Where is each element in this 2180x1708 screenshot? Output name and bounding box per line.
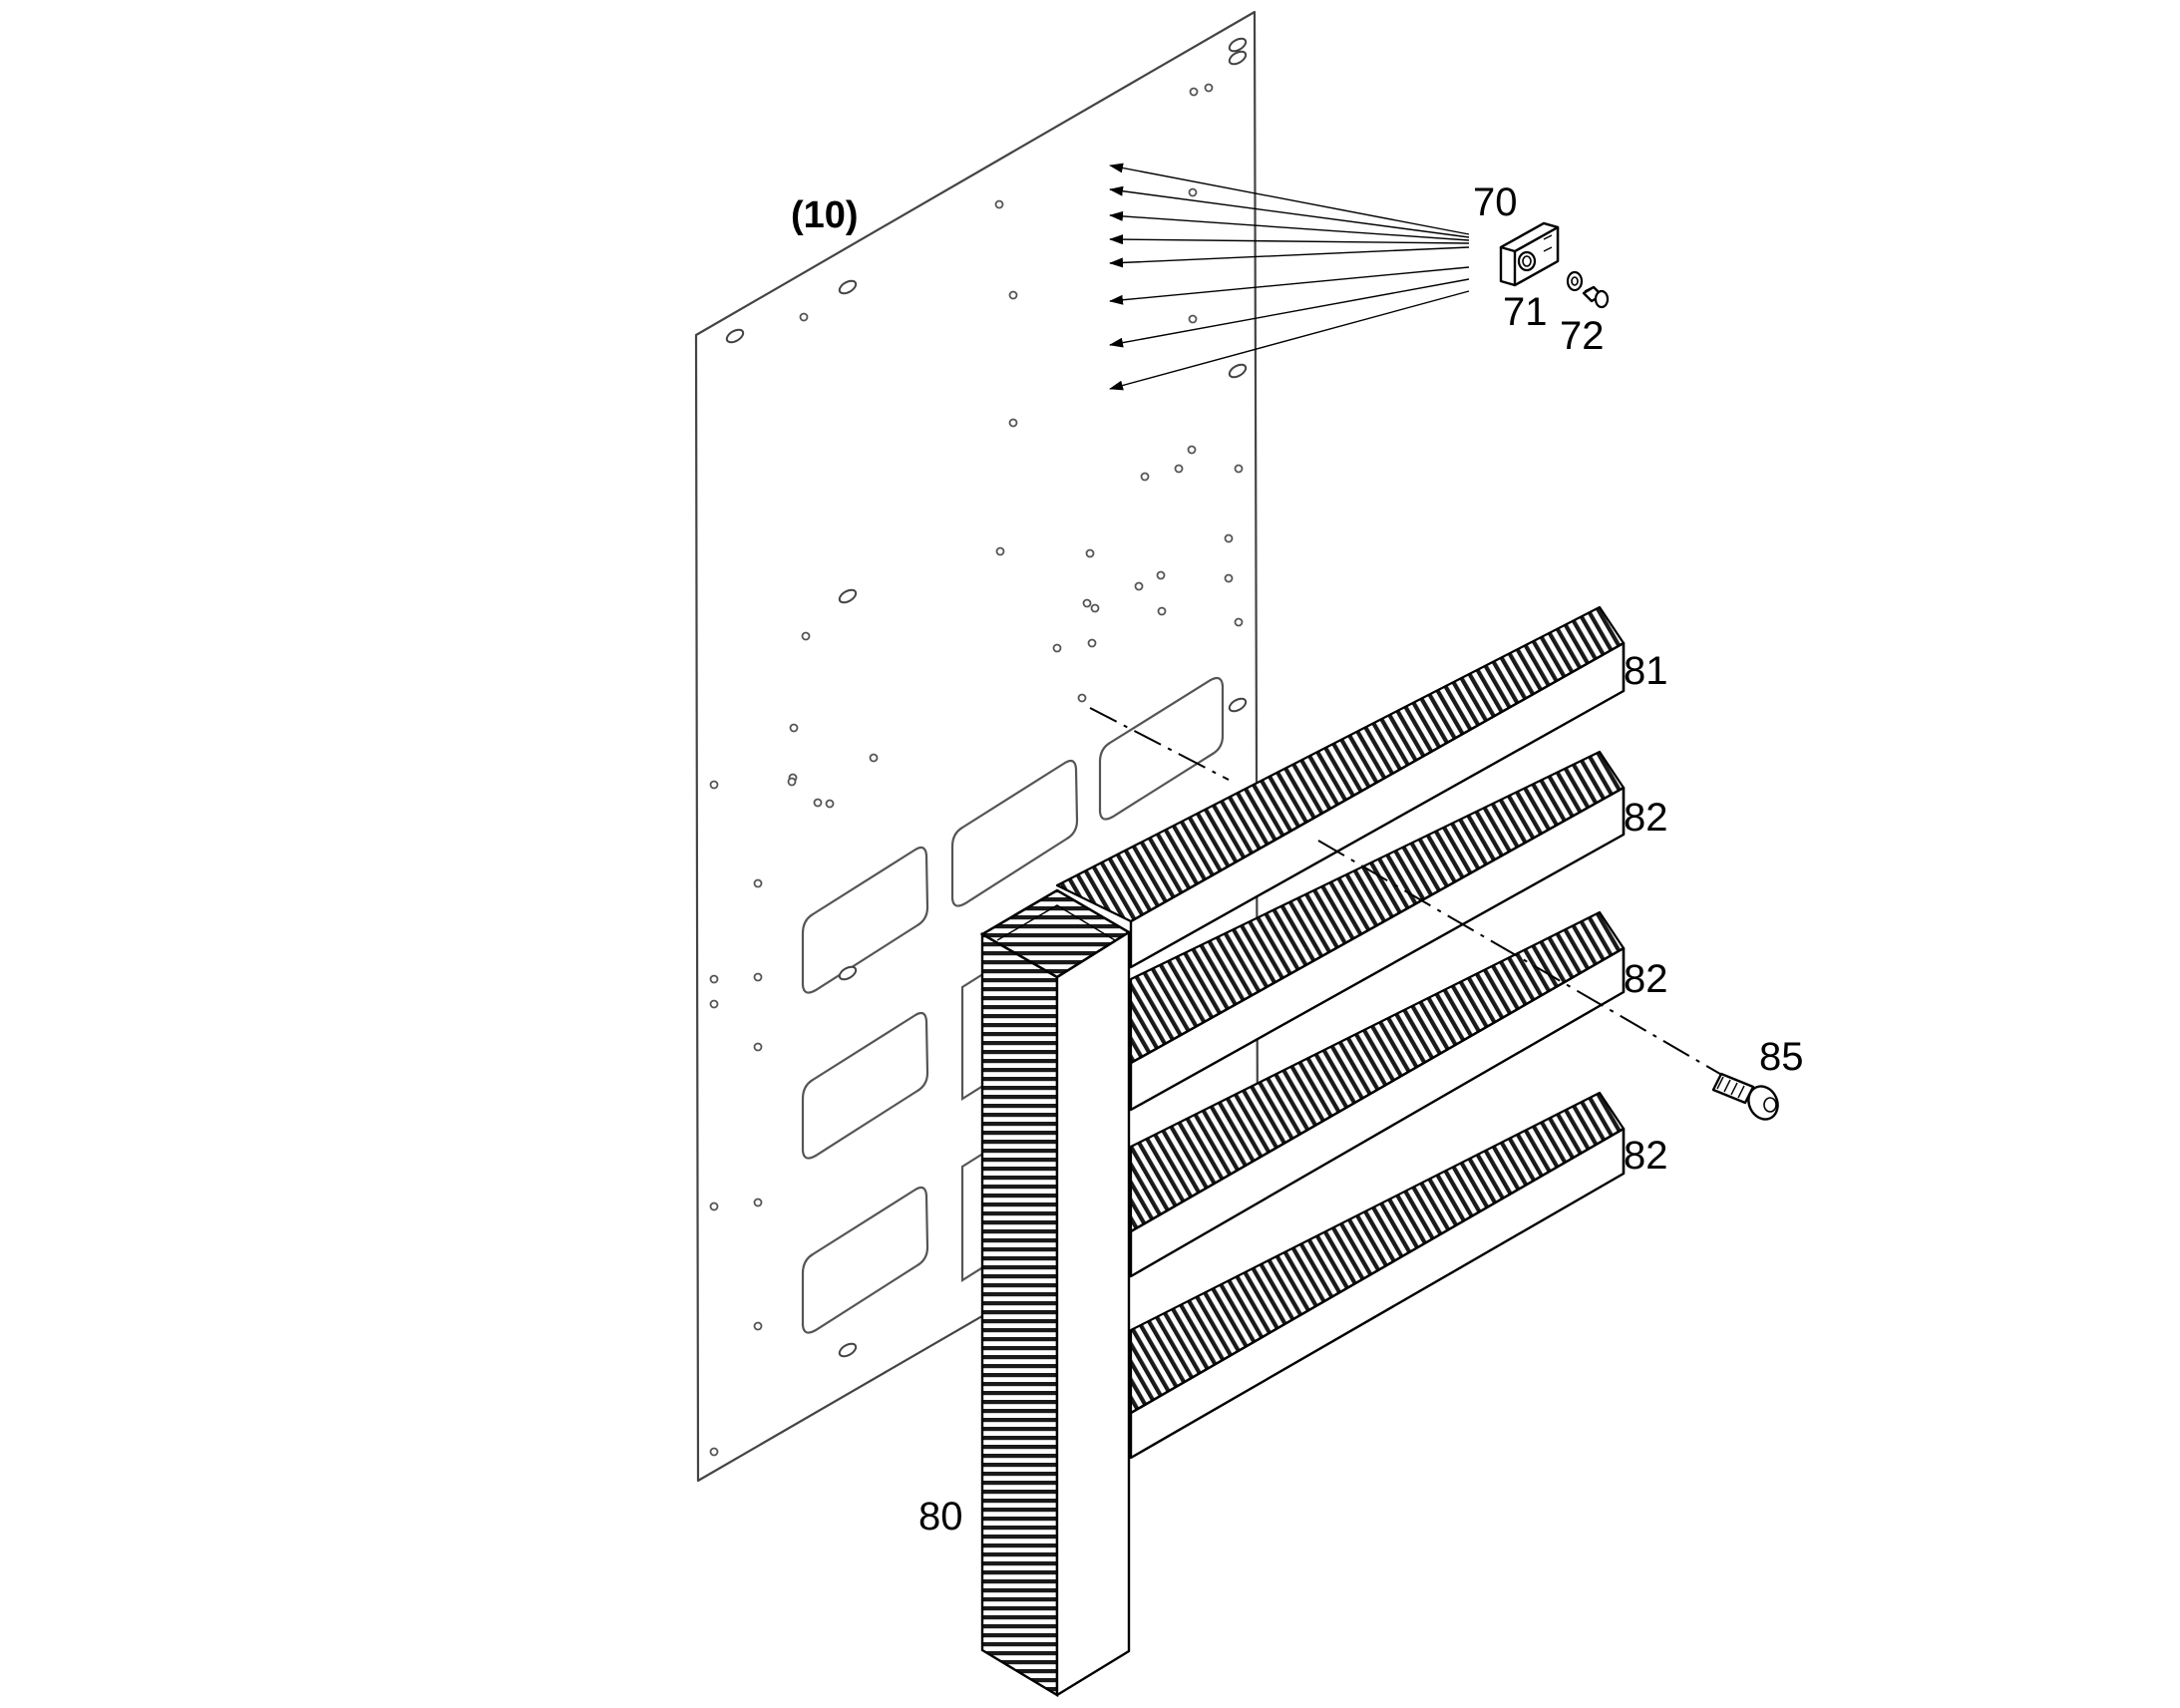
cable-clip-70 [1499,221,1560,287]
label-duct-81: 81 [1624,649,1668,693]
duct-82-third [1129,910,1626,1278]
label-duct-82-c: 82 [1624,1134,1668,1178]
clip-position-arrows [1109,163,1470,391]
plate-slotted-holes [725,37,1248,1358]
label-screw-85: 85 [1759,1035,1804,1079]
label-duct-82-a: 82 [1624,796,1668,840]
label-duct-82-b: 82 [1624,957,1668,1001]
plate-holes [709,83,1244,1457]
washer-71 [1566,270,1584,292]
screw-85 [1711,1072,1779,1121]
duct-81-top [1055,605,1626,969]
clip-assembly [1499,221,1610,309]
label-duct-80: 80 [918,1495,963,1538]
duct-80-vertical [979,888,1132,1698]
duct-82-bottom [1129,1091,1626,1460]
mounting-plate [694,10,1260,1483]
label-washer-71: 71 [1503,290,1548,334]
screw-72 [1582,285,1610,309]
duct-82-second [1129,750,1626,1112]
label-clip-70: 70 [1473,180,1518,224]
label-screw-72: 72 [1560,314,1605,358]
label-assembly-10: (10) [791,194,859,236]
screw-85-axis [1089,707,1726,1078]
